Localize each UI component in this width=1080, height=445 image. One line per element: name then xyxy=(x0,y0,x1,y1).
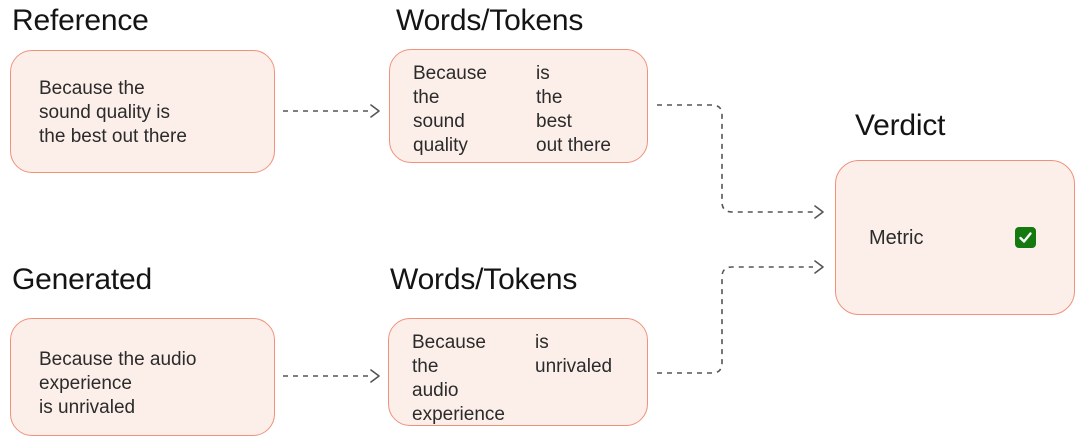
token-column: Because the audio experience xyxy=(412,331,535,427)
token: sound xyxy=(413,111,465,132)
token-column: Because the sound quality xyxy=(413,62,536,158)
reference-text-box: Because the sound quality is the best ou… xyxy=(10,50,275,173)
words-tokens-heading-top: Words/Tokens xyxy=(396,4,584,37)
generated-line: is unrivaled xyxy=(39,397,136,418)
generated-line: Because the audio xyxy=(39,349,197,370)
arrow-bottom-tokens-to-verdict xyxy=(657,266,813,374)
arrowhead-generated-to-tokens xyxy=(370,369,380,383)
token: Because xyxy=(413,63,487,84)
token: the xyxy=(413,87,440,108)
verdict-heading: Verdict xyxy=(855,109,946,142)
token: out there xyxy=(536,135,611,156)
token: quality xyxy=(413,135,468,156)
token: is xyxy=(536,63,550,84)
generated-line: experience xyxy=(39,373,132,394)
token: unrivaled xyxy=(535,356,613,377)
generated-text-box: Because the audio experience is unrivale… xyxy=(10,318,275,436)
reference-line: Because the xyxy=(39,78,145,99)
token: audio xyxy=(412,380,459,401)
metric-label: Metric xyxy=(869,226,924,249)
reference-tokens-box: Because the sound quality is the best ou… xyxy=(389,49,648,163)
token: best xyxy=(536,111,572,132)
token-column: is the best out there xyxy=(536,62,641,158)
token: Because xyxy=(412,332,486,353)
reference-heading: Reference xyxy=(12,4,149,37)
words-tokens-heading-bottom: Words/Tokens xyxy=(390,263,578,296)
checked-checkbox-icon xyxy=(1015,227,1036,248)
generated-heading: Generated xyxy=(12,263,152,296)
arrowhead-reference-to-tokens xyxy=(370,104,380,118)
verdict-box: Metric xyxy=(835,160,1075,315)
checkmark-icon xyxy=(1019,232,1032,243)
token: is xyxy=(535,332,549,353)
arrowhead-bottom-tokens-to-verdict xyxy=(814,260,824,274)
token: the xyxy=(536,87,563,108)
arrow-top-tokens-to-verdict xyxy=(657,104,813,213)
arrowhead-top-tokens-to-verdict xyxy=(814,205,824,219)
token-column: is unrivaled xyxy=(535,331,641,427)
token: the xyxy=(412,356,439,377)
generated-tokens-box: Because the audio experience is unrivale… xyxy=(388,318,648,426)
token: experience xyxy=(412,404,505,425)
reference-line: the best out there xyxy=(39,126,187,147)
reference-line: sound quality is xyxy=(39,102,170,123)
